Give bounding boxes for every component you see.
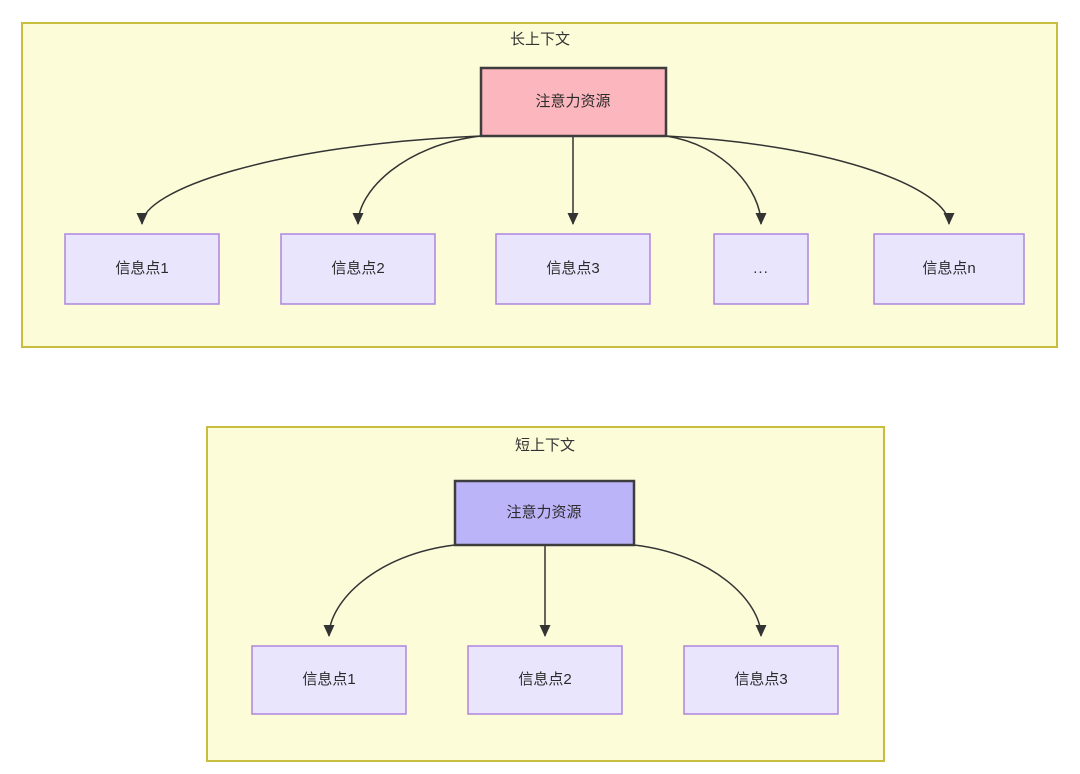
node-box-info-point-n[interactable] <box>873 233 1025 305</box>
edges-long-context <box>136 135 955 225</box>
edges-short-context <box>323 544 767 637</box>
edge-attention-to-ellipsis <box>665 135 762 225</box>
node-info-point-2-short[interactable]: 信息点2 <box>467 645 623 715</box>
node-box-attention-resource-short[interactable] <box>453 479 636 547</box>
node-box-info-point-3[interactable] <box>495 233 651 305</box>
arrowhead-info-2 <box>539 625 551 637</box>
node-label-info-point-3: 信息点3 <box>546 260 599 277</box>
group-title-long-context: 长上下文 <box>510 31 570 48</box>
node-label-info-point-n: 信息点n <box>922 260 975 277</box>
node-label-info-point-3: 信息点3 <box>734 671 787 688</box>
node-attention-resource-long[interactable]: 注意力资源 <box>479 66 668 138</box>
node-attention-resource-short[interactable]: 注意力资源 <box>453 479 636 547</box>
node-box-info-point-2[interactable] <box>280 233 436 305</box>
group-long-context: 长上下文 注意力资源 信息 <box>21 22 1058 348</box>
arrowhead-ellipsis <box>755 213 767 225</box>
edge-attention-to-info-1 <box>141 135 482 225</box>
node-label-info-point-1: 信息点1 <box>302 671 355 688</box>
arrowhead-info-3 <box>755 625 767 637</box>
node-info-point-3-long[interactable]: 信息点3 <box>495 233 651 305</box>
arrowhead-info-1 <box>323 625 335 637</box>
node-label-attention-resource-short: 注意力资源 <box>506 503 581 521</box>
edge-attention-to-info-2 <box>357 135 482 225</box>
node-box-attention-resource-long[interactable] <box>479 66 668 138</box>
arrowhead-info-1 <box>136 213 148 225</box>
node-label-attention-resource-long: 注意力资源 <box>535 92 610 110</box>
node-info-point-1-short[interactable]: 信息点1 <box>251 645 407 715</box>
node-label-info-point-2: 信息点2 <box>518 671 571 688</box>
node-box-ellipsis[interactable] <box>713 233 809 305</box>
edge-attention-to-info-3 <box>633 544 762 637</box>
node-box-info-point-1[interactable] <box>64 233 220 305</box>
node-info-point-n-long[interactable]: 信息点n <box>873 233 1025 305</box>
node-info-point-1-long[interactable]: 信息点1 <box>64 233 220 305</box>
node-info-point-2-long[interactable]: 信息点2 <box>280 233 436 305</box>
node-info-point-3-short[interactable]: 信息点3 <box>683 645 839 715</box>
arrowhead-info-3 <box>567 213 579 225</box>
node-box-info-point-1[interactable] <box>251 645 407 715</box>
node-label-ellipsis: ... <box>753 260 769 277</box>
node-label-info-point-2: 信息点2 <box>331 260 384 277</box>
node-box-info-point-3[interactable] <box>683 645 839 715</box>
node-ellipsis-long[interactable]: ... <box>713 233 809 305</box>
arrowhead-info-n <box>943 213 955 225</box>
edge-attention-to-info-1 <box>328 544 456 637</box>
arrowhead-info-2 <box>352 213 364 225</box>
group-title-short-context: 短上下文 <box>515 437 575 454</box>
edge-attention-to-info-n <box>665 135 950 225</box>
group-short-context: 短上下文 注意力资源 信息点1 信息点2 <box>206 426 885 762</box>
node-box-info-point-2[interactable] <box>467 645 623 715</box>
node-label-info-point-1: 信息点1 <box>115 260 168 277</box>
